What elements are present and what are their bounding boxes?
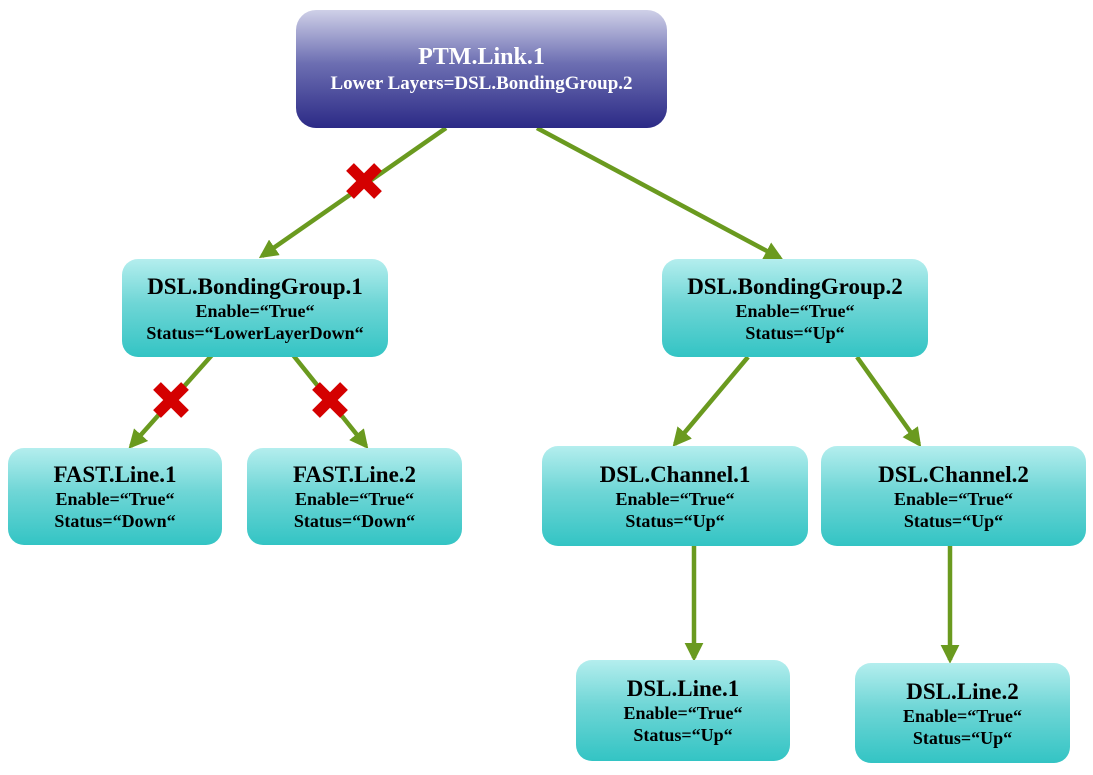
node-title: FAST.Line.2 xyxy=(292,462,417,487)
node-attribute: Status=“Up“ xyxy=(745,322,845,343)
node-dsl-channel-1: DSL.Channel.1 Enable=“True“ Status=“Up“ xyxy=(542,446,808,546)
node-title: DSL.Channel.1 xyxy=(599,461,751,487)
node-title: DSL.Line.2 xyxy=(906,678,1019,704)
node-title: DSL.Line.1 xyxy=(626,676,740,701)
edge-ptm-link-1-to-bonding-group-2 xyxy=(535,126,784,260)
node-title: PTM.Link.1 xyxy=(418,44,545,70)
node-attribute: Enable=“True“ xyxy=(55,489,175,509)
node-dsl-line-1: DSL.Line.1 Enable=“True“ Status=“Up“ xyxy=(576,660,790,761)
node-attribute: Status=“LowerLayerDown“ xyxy=(146,322,364,343)
node-title: DSL.BondingGroup.1 xyxy=(147,273,363,299)
node-attribute: Status=“Down“ xyxy=(293,511,416,531)
node-attribute: Enable=“True“ xyxy=(894,488,1013,509)
broken-link-icon xyxy=(153,382,189,418)
node-attribute: Enable=“True“ xyxy=(735,300,855,321)
node-attribute: Enable=“True“ xyxy=(195,300,315,321)
node-dsl-line-2: DSL.Line.2 Enable=“True“ Status=“Up“ xyxy=(855,663,1070,763)
node-dsl-channel-2: DSL.Channel.2 Enable=“True“ Status=“Up“ xyxy=(821,446,1086,546)
node-attribute: Enable=“True“ xyxy=(295,489,414,509)
broken-link-icon xyxy=(346,163,382,199)
edge-bonding-group-2-to-channel-2 xyxy=(855,355,922,448)
node-attribute: Enable=“True“ xyxy=(615,488,735,509)
node-attribute: Status=“Up“ xyxy=(633,725,733,745)
node-ptm-link-1: PTM.Link.1 Lower Layers=DSL.BondingGroup… xyxy=(296,10,667,128)
node-attribute: Status=“Up“ xyxy=(625,510,725,531)
node-attribute: Enable=“True“ xyxy=(623,703,743,723)
node-fast-line-1: FAST.Line.1 Enable=“True“ Status=“Down“ xyxy=(8,448,222,545)
node-fast-line-2: FAST.Line.2 Enable=“True“ Status=“Down“ xyxy=(247,448,462,545)
node-title: FAST.Line.1 xyxy=(53,462,177,487)
node-title: DSL.BondingGroup.2 xyxy=(687,273,903,299)
node-attribute: Enable=“True“ xyxy=(903,705,1022,726)
node-title: DSL.Channel.2 xyxy=(878,461,1029,487)
node-dsl-bonding-group-2: DSL.BondingGroup.2 Enable=“True“ Status=… xyxy=(662,259,928,357)
node-attribute: Status=“Up“ xyxy=(903,510,1004,531)
node-dsl-bonding-group-1: DSL.BondingGroup.1 Enable=“True“ Status=… xyxy=(122,259,388,357)
node-attribute: Status=“Up“ xyxy=(912,727,1013,748)
edge-bonding-group-2-to-channel-1 xyxy=(672,355,750,447)
node-attribute: Lower Layers=DSL.BondingGroup.2 xyxy=(330,73,633,94)
node-attribute: Status=“Down“ xyxy=(54,511,176,531)
broken-link-icon xyxy=(312,382,348,418)
